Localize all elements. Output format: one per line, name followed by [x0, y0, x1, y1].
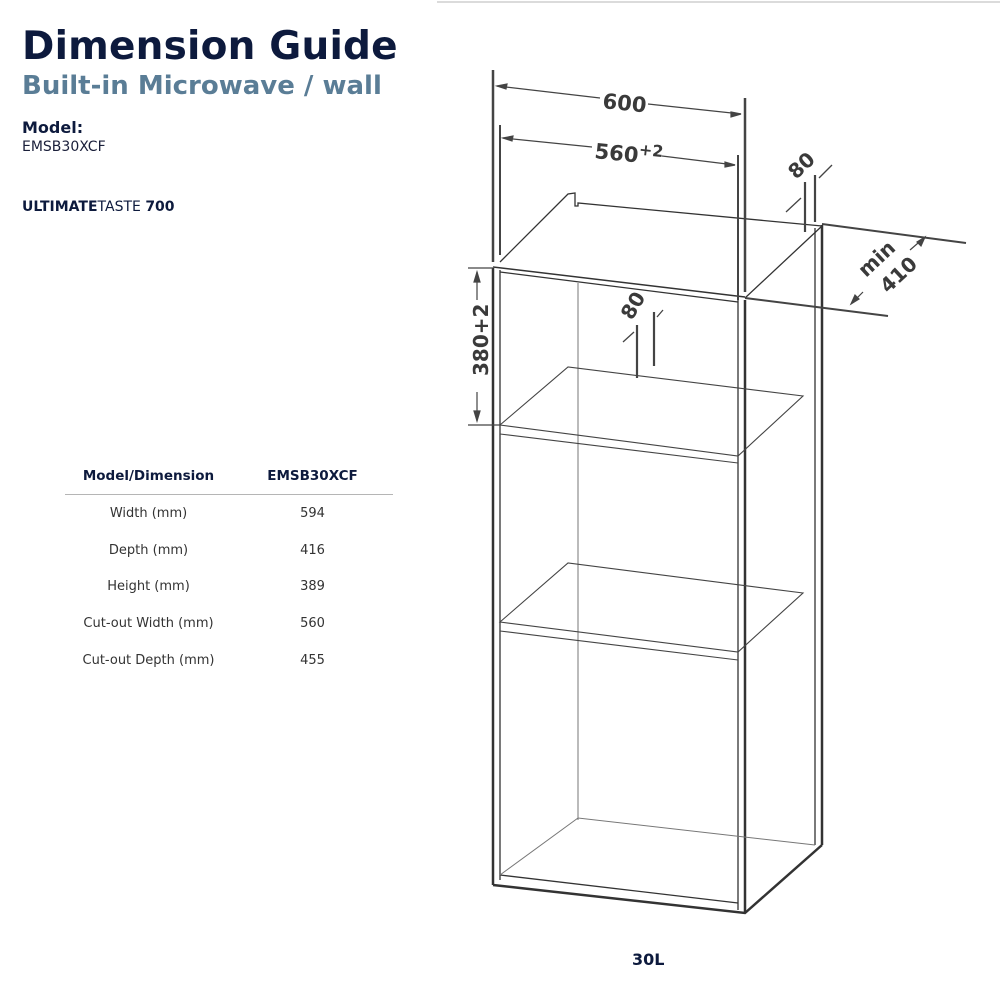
page-title: Dimension Guide [22, 24, 398, 69]
series-bold: ULTIMATE [22, 199, 98, 215]
dim-380-label: 380+2 [469, 304, 493, 376]
dimension-560 [499, 125, 739, 300]
dimension-600 [491, 70, 747, 292]
row-label: Cut-out Depth (mm) [82, 653, 215, 669]
table-row: Cut-out Depth (mm) 455 [65, 642, 393, 679]
series-regular: TASTE [97, 199, 141, 215]
table-row: Height (mm) 389 [65, 569, 393, 606]
table-header-model: EMSB30XCF [232, 462, 393, 495]
cabinet-diagram: 600 560+2 80 80 min 410 [437, 1, 1000, 915]
capacity-label: 30L [632, 950, 665, 969]
row-value: 416 [300, 542, 325, 558]
row-label: Depth (mm) [108, 542, 189, 558]
lower-shelf [498, 562, 805, 661]
dim-600-label: 600 [601, 89, 647, 117]
model-label: Model: [22, 118, 84, 137]
series-number: 700 [145, 199, 175, 215]
table-row: Depth (mm) 416 [65, 532, 393, 569]
row-value: 560 [300, 616, 325, 632]
dim-560-value: 560 [593, 139, 639, 167]
upper-shelf [498, 366, 805, 464]
dimension-min-410 [744, 223, 967, 317]
dimension-80-top [785, 164, 833, 232]
table-row: Width (mm) 594 [65, 495, 393, 532]
table-header-dimension: Model/Dimension [65, 462, 232, 495]
row-value: 389 [300, 579, 325, 595]
page-subtitle: Built-in Microwave / wall [22, 71, 382, 101]
dimension-table: Model/Dimension EMSB30XCF Width (mm) 594… [65, 462, 393, 679]
table-row: Cut-out Width (mm) 560 [65, 605, 393, 642]
row-value: 455 [300, 653, 325, 669]
dimension-380 [468, 267, 500, 426]
dim-560-label: 560+2 [593, 135, 664, 170]
model-value: EMSB30XCF [22, 139, 106, 155]
table-header-row: Model/Dimension EMSB30XCF [65, 462, 393, 495]
row-label: Height (mm) [107, 579, 190, 595]
series-name: ULTIMATETASTE 700 [22, 199, 175, 215]
cabinet-outline [491, 192, 824, 915]
row-label: Width (mm) [109, 505, 188, 521]
row-value: 594 [300, 505, 325, 521]
dimension-80-inner [622, 309, 664, 378]
dim-80-inner-label: 80 [616, 287, 651, 323]
dim-560-tolerance: +2 [638, 140, 664, 161]
row-label: Cut-out Width (mm) [83, 616, 214, 632]
